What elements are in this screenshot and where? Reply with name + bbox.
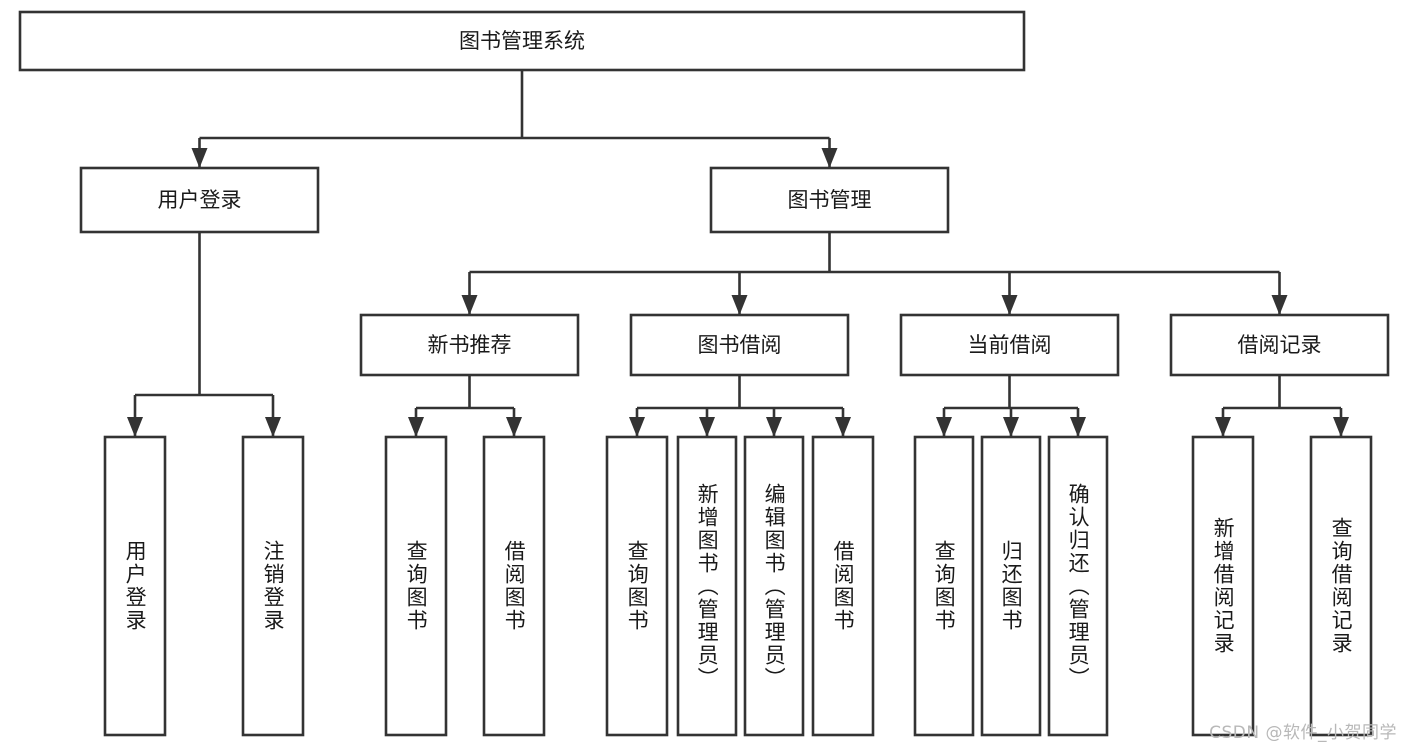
bookmgmt-to-level3-arrow-0 bbox=[461, 295, 478, 315]
root-to-level2-arrow-1 bbox=[821, 148, 838, 168]
bookmgmt-to-level3-arrow-1 bbox=[731, 295, 748, 315]
leafgroup-当前借阅-arrow-1 bbox=[1003, 417, 1019, 437]
level2-label-1: 图书管理 bbox=[788, 188, 872, 212]
leafgroup-图书借阅-arrow-1 bbox=[699, 417, 715, 437]
leaf-box-3[interactable] bbox=[482, 435, 546, 737]
root-label: 图书管理系统 bbox=[459, 29, 585, 53]
leaf-box-1[interactable] bbox=[241, 435, 305, 737]
bookmgmt-to-level3-arrow-3 bbox=[1271, 295, 1288, 315]
root-to-level2-arrow-0 bbox=[191, 148, 208, 168]
leafgroup-新书推荐-arrow-1 bbox=[506, 417, 522, 437]
root-box[interactable] bbox=[18, 10, 1026, 72]
leaf-box-0[interactable] bbox=[103, 435, 167, 737]
boxes-layer bbox=[18, 10, 1390, 737]
level3-box-3[interactable] bbox=[1169, 313, 1390, 377]
leafgroup-图书借阅-arrow-2 bbox=[766, 417, 782, 437]
connectors-layer bbox=[127, 70, 1349, 437]
leaf-box-9[interactable] bbox=[980, 435, 1042, 737]
level3-label-3: 借阅记录 bbox=[1238, 333, 1322, 357]
leafgroup-图书借阅-arrow-0 bbox=[629, 417, 645, 437]
level3-label-1: 图书借阅 bbox=[698, 333, 782, 357]
leafgroup-图书借阅-arrow-3 bbox=[835, 417, 851, 437]
leaf-box-6[interactable] bbox=[743, 435, 805, 737]
leafgroup-用户登录-arrow-1 bbox=[265, 417, 281, 437]
bookmgmt-to-level3-arrow-2 bbox=[1001, 295, 1018, 315]
leafgroup-借阅记录-arrow-1 bbox=[1333, 417, 1349, 437]
leafgroup-用户登录-arrow-0 bbox=[127, 417, 143, 437]
level2-box-0[interactable] bbox=[79, 166, 320, 234]
leafgroup-当前借阅-arrow-0 bbox=[936, 417, 952, 437]
leaf-box-2[interactable] bbox=[384, 435, 448, 737]
level3-label-0: 新书推荐 bbox=[428, 333, 512, 357]
leafgroup-借阅记录-arrow-0 bbox=[1215, 417, 1231, 437]
level3-label-2: 当前借阅 bbox=[968, 333, 1052, 357]
leaf-box-7[interactable] bbox=[811, 435, 875, 737]
leaf-box-4[interactable] bbox=[605, 435, 669, 737]
level3-box-1[interactable] bbox=[629, 313, 850, 377]
leaf-box-10[interactable] bbox=[1047, 435, 1109, 737]
leaf-box-12[interactable] bbox=[1309, 435, 1373, 737]
level2-box-1[interactable] bbox=[709, 166, 950, 234]
level3-box-2[interactable] bbox=[899, 313, 1120, 377]
leaf-box-8[interactable] bbox=[913, 435, 975, 737]
csdn-watermark: CSDN @软件_小贺同学 bbox=[1209, 723, 1397, 743]
leaf-box-11[interactable] bbox=[1191, 435, 1255, 737]
leafgroup-当前借阅-arrow-2 bbox=[1070, 417, 1086, 437]
level2-label-0: 用户登录 bbox=[158, 188, 242, 212]
level3-box-0[interactable] bbox=[359, 313, 580, 377]
leafgroup-新书推荐-arrow-0 bbox=[408, 417, 424, 437]
leaf-box-5[interactable] bbox=[676, 435, 738, 737]
